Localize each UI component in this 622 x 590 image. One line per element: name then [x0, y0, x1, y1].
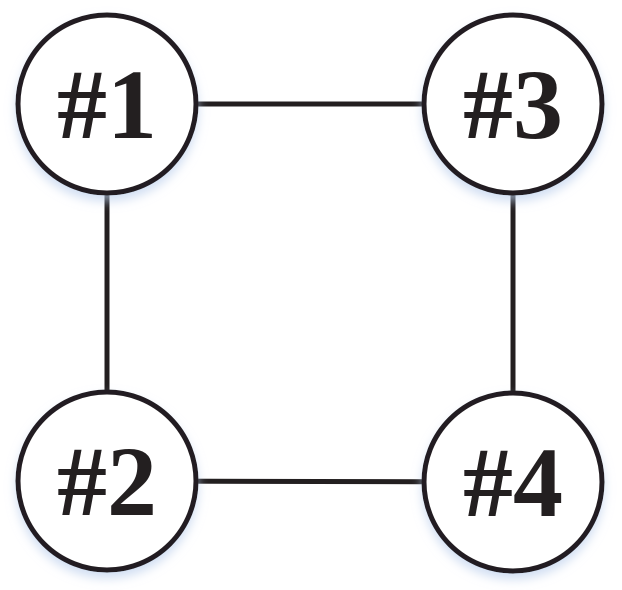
node-label: #2 [57, 426, 157, 537]
node-3: #3 [421, 12, 605, 196]
node-1: #1 [15, 12, 199, 196]
node-label: #1 [57, 49, 157, 160]
node-label: #4 [463, 427, 563, 538]
node-circle [15, 12, 199, 196]
node-circle [15, 389, 199, 573]
node-circle [421, 390, 605, 574]
node-2: #2 [15, 389, 199, 573]
nodes-layer: #1 #3 #2 #4 [15, 12, 605, 574]
node-circle [421, 12, 605, 196]
node-4: #4 [421, 390, 605, 574]
node-label: #3 [463, 49, 563, 160]
